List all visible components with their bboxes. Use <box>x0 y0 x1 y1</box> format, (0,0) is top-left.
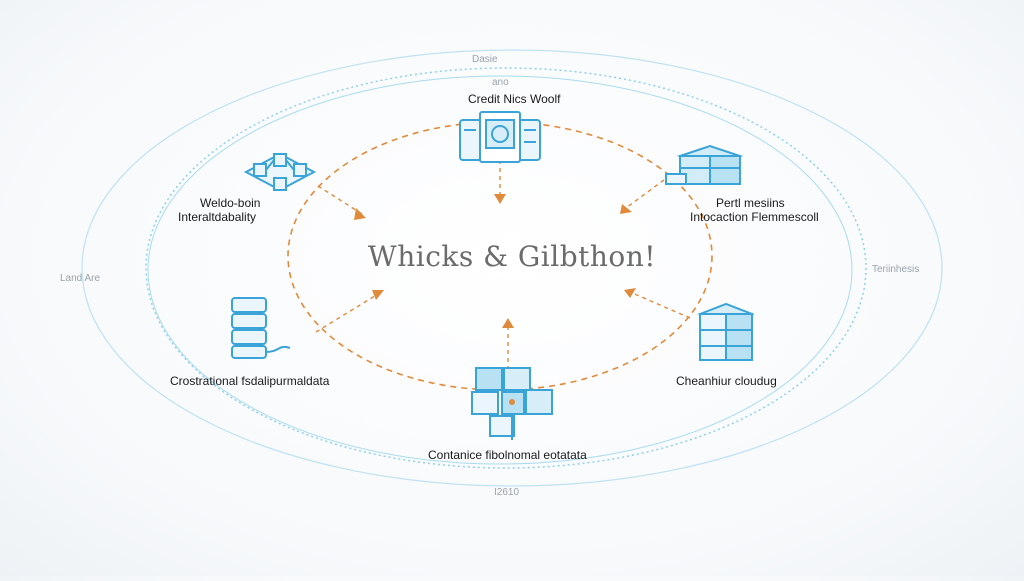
arrowhead-bottom-left <box>372 290 384 300</box>
arrow-bottom-left <box>315 293 379 333</box>
arrowhead-top-right <box>620 204 632 214</box>
outer-ring-1 <box>81 49 943 487</box>
arrow-top-right <box>625 179 665 209</box>
node-top-line-1: ano <box>492 77 509 88</box>
outer-ring-2 <box>145 67 867 469</box>
node-bottom-line-1: Contanice fibolnomal eotatata <box>428 448 587 462</box>
node-top-left-line-2: Interaltdabality <box>178 210 257 224</box>
node-bottom-left-line-1: Crostrational fsdalipurmaldata <box>170 374 330 388</box>
network-nodes-icon <box>243 152 317 192</box>
arrowhead-top-left <box>354 208 366 220</box>
arrow-bottom-right <box>629 291 691 319</box>
container-blocks-icon <box>471 367 553 440</box>
outer-label-top: Dasie <box>472 54 498 65</box>
outer-label-bottom: I2610 <box>494 487 520 498</box>
arrowhead-bottom-right <box>624 288 636 298</box>
arrowhead-top <box>494 194 506 204</box>
database-stack-icon <box>231 297 291 359</box>
arrowhead-bottom <box>502 318 514 328</box>
cube-storage-icon <box>697 302 755 361</box>
arrow-top-left <box>317 185 363 215</box>
node-top-left-line-1: Weldo-boin <box>200 196 261 210</box>
center-title: Whicks & Gilbthon! <box>367 240 657 273</box>
outer-label-left: Land Are <box>60 273 101 284</box>
node-bottom-right-line-1: Cheanhiur cloudug <box>676 374 777 388</box>
node-top-line-2: Credit Nics Woolf <box>468 92 561 106</box>
node-top-right-line-2: Intocaction Flemmescoll <box>690 210 819 224</box>
document-screen-icon <box>459 111 541 163</box>
outer-label-right: Teriinhesis <box>872 264 920 275</box>
outer-ring-3 <box>147 75 853 465</box>
stacked-server-icon <box>665 144 744 185</box>
node-top-right-line-1: Pertl mesiins <box>716 196 785 210</box>
